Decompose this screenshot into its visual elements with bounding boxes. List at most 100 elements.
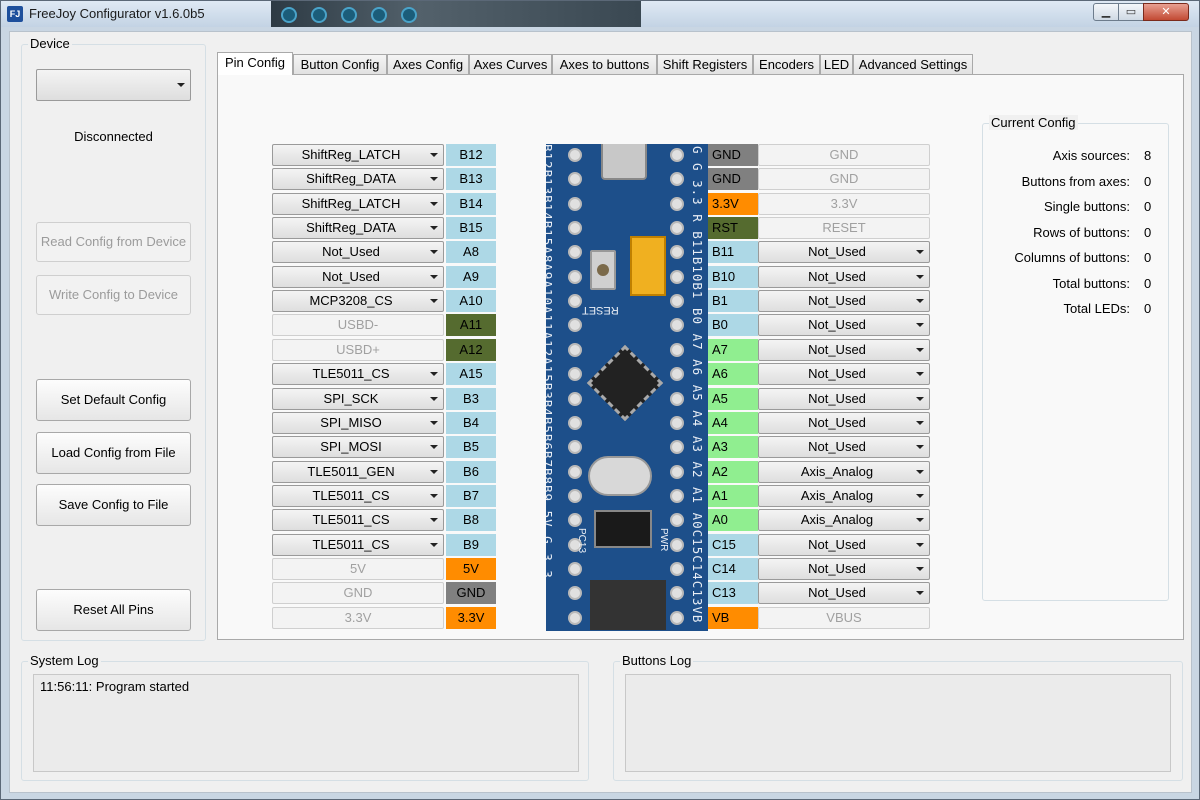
chevron-down-icon [916, 445, 924, 449]
header-pin [670, 172, 684, 186]
maximize-button[interactable]: ▭ [1118, 3, 1144, 21]
tab-axes-to-buttons[interactable]: Axes to buttons [552, 54, 657, 74]
left-pin-function-select[interactable]: ShiftReg_DATA [272, 217, 444, 239]
right-pin-function-select[interactable]: Not_Used [758, 534, 930, 556]
system-log-text[interactable]: 11:56:11: Program started [33, 674, 579, 772]
minimize-button[interactable]: ▁ [1093, 3, 1119, 21]
load-config-button[interactable]: Load Config from File [36, 432, 191, 474]
header-pin [670, 586, 684, 600]
config-stat-label: Buttons from axes: [1021, 173, 1130, 189]
left-pin-function-value: TLE5011_CS [312, 537, 390, 552]
chevron-down-icon [916, 518, 924, 522]
right-pin-function-value: Axis_Analog [800, 464, 874, 479]
left-pin-function-value: SPI_SCK [323, 391, 379, 406]
right-pin-function-select[interactable]: Not_Used [758, 290, 930, 312]
chevron-down-icon [430, 494, 438, 498]
close-button[interactable]: ✕ [1143, 3, 1189, 21]
left-pin-function-value: TLE5011_GEN [307, 464, 395, 479]
left-pin-function-value: SPI_MOSI [320, 439, 382, 454]
left-pin-label: A8 [446, 241, 496, 263]
header-pin [670, 245, 684, 259]
left-pin-function-value: ShiftReg_DATA [306, 220, 396, 235]
reset-all-pins-button[interactable]: Reset All Pins [36, 589, 191, 631]
header-pin [568, 318, 582, 332]
tab-led[interactable]: LED [820, 54, 853, 74]
right-pin-function-value: Not_Used [808, 561, 866, 576]
right-pin-function-select[interactable]: Not_Used [758, 363, 930, 385]
left-pin-label: B9 [446, 534, 496, 556]
save-config-button[interactable]: Save Config to File [36, 484, 191, 526]
right-pin-function-fixed: GND [758, 168, 930, 190]
set-default-config-button[interactable]: Set Default Config [36, 379, 191, 421]
header-pin [568, 416, 582, 430]
header-pin [670, 562, 684, 576]
right-pin-function-select[interactable]: Not_Used [758, 558, 930, 580]
config-stat-label: Total buttons: [1052, 275, 1130, 291]
tab-axes-config[interactable]: Axes Config [387, 54, 469, 74]
left-pin-function-select[interactable]: SPI_MOSI [272, 436, 444, 458]
header-pin [568, 270, 582, 284]
left-pin-label: A15 [446, 363, 496, 385]
left-pin-function-select[interactable]: ShiftReg_DATA [272, 168, 444, 190]
left-pin-function-fixed: USBD- [272, 314, 444, 336]
right-pin-label: GND [708, 144, 758, 166]
right-pin-label: C15 [708, 534, 758, 556]
left-pin-function-select[interactable]: ShiftReg_LATCH [272, 193, 444, 215]
left-pin-function-select[interactable]: SPI_SCK [272, 388, 444, 410]
right-pin-function-fixed: VBUS [758, 607, 930, 629]
right-pin-function-select[interactable]: Not_Used [758, 436, 930, 458]
right-pin-function-select[interactable]: Not_Used [758, 339, 930, 361]
tab-pin-config[interactable]: Pin Config [217, 52, 293, 75]
header-pin [670, 392, 684, 406]
buttons-log-text[interactable] [625, 674, 1171, 772]
right-pin-function-select[interactable]: Not_Used [758, 241, 930, 263]
swd-header [590, 580, 666, 630]
left-pin-function-value: ShiftReg_LATCH [301, 147, 401, 162]
left-pin-function-select[interactable]: Not_Used [272, 266, 444, 288]
left-pin-function-select[interactable]: Not_Used [272, 241, 444, 263]
right-pin-function-select[interactable]: Not_Used [758, 266, 930, 288]
left-pin-function-value: MCP3208_CS [309, 293, 393, 308]
left-pin-function-select[interactable]: TLE5011_CS [272, 485, 444, 507]
header-pin [670, 489, 684, 503]
header-pin [670, 318, 684, 332]
left-pin-function-select[interactable]: ShiftReg_LATCH [272, 144, 444, 166]
left-pin-function-select[interactable]: TLE5011_CS [272, 534, 444, 556]
title-bar[interactable]: FJ FreeJoy Configurator v1.6.0b5 ▁ ▭ ✕ [1, 1, 1199, 27]
device-group: Device Disconnected Read Config from Dev… [21, 36, 206, 641]
left-pin-label: 5V [446, 558, 496, 580]
device-select[interactable] [36, 69, 191, 101]
right-pin-function-value: Axis_Analog [800, 512, 874, 527]
chevron-down-icon [430, 543, 438, 547]
header-pin [670, 465, 684, 479]
right-pin-function-select[interactable]: Not_Used [758, 314, 930, 336]
right-pin-function-select[interactable]: Not_Used [758, 582, 930, 604]
left-pin-function-select[interactable]: MCP3208_CS [272, 290, 444, 312]
right-pin-label: A4 [708, 412, 758, 434]
right-pin-function-select[interactable]: Not_Used [758, 388, 930, 410]
chevron-down-icon [430, 202, 438, 206]
tab-axes-curves[interactable]: Axes Curves [469, 54, 552, 74]
left-pin-function-select[interactable]: TLE5011_CS [272, 509, 444, 531]
chevron-down-icon [430, 226, 438, 230]
left-pin-function-select[interactable]: SPI_MISO [272, 412, 444, 434]
left-pin-function-select[interactable]: TLE5011_GEN [272, 461, 444, 483]
chevron-down-icon [177, 83, 185, 87]
right-pin-function-select[interactable]: Axis_Analog [758, 509, 930, 531]
tab-shift-registers[interactable]: Shift Registers [657, 54, 753, 74]
tab-button-config[interactable]: Button Config [293, 54, 387, 74]
chevron-down-icon [430, 470, 438, 474]
right-pin-function-select[interactable]: Axis_Analog [758, 485, 930, 507]
right-pin-function-value: Not_Used [808, 439, 866, 454]
tab-advanced-settings[interactable]: Advanced Settings [853, 54, 973, 74]
left-pin-label: B15 [446, 217, 496, 239]
boot-jumpers [630, 236, 666, 296]
left-pin-function-select[interactable]: TLE5011_CS [272, 363, 444, 385]
right-pin-function-select[interactable]: Axis_Analog [758, 461, 930, 483]
right-pin-function-select[interactable]: Not_Used [758, 412, 930, 434]
crystal [588, 456, 652, 496]
chevron-down-icon [430, 153, 438, 157]
tab-encoders[interactable]: Encoders [753, 54, 820, 74]
read-config-button[interactable]: Read Config from Device [36, 222, 191, 262]
write-config-button[interactable]: Write Config to Device [36, 275, 191, 315]
